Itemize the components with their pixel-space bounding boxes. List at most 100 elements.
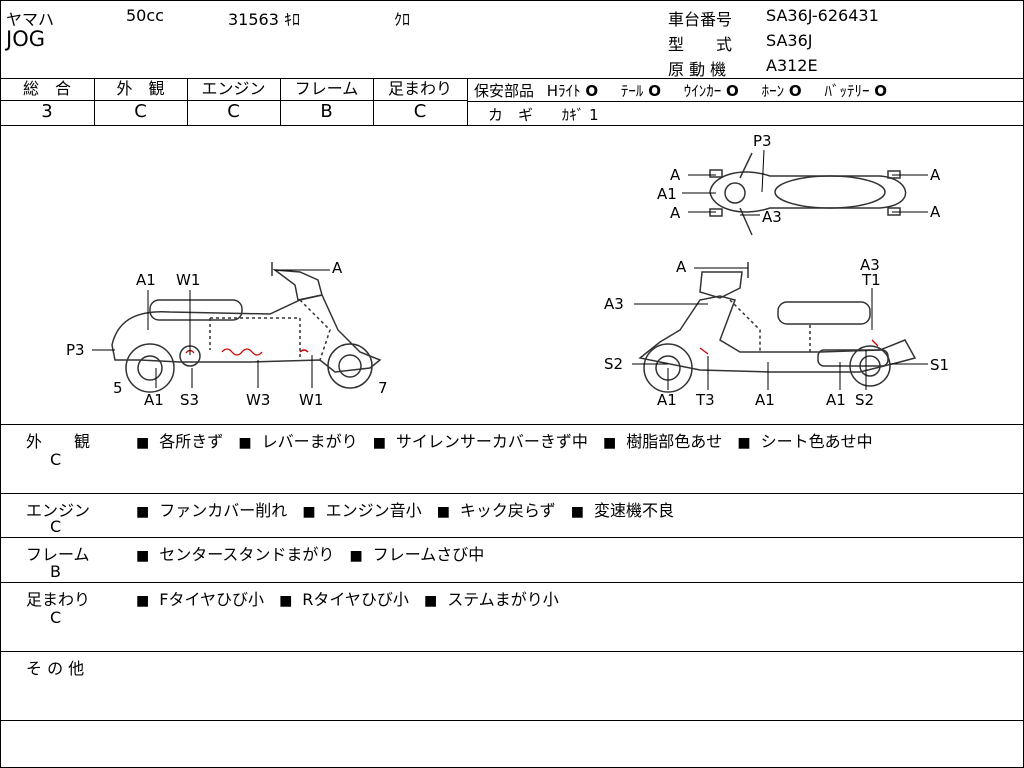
section-grade: C [50, 608, 62, 627]
engine-label: 原 動 機 [668, 60, 727, 79]
scooter-diagram: A A1 W1 P3 5 A1 S3 W3 W1 7 P3 A A1 A A3 … [66, 132, 949, 409]
safety-item-name: ﾃｰﾙ [620, 82, 644, 100]
top-scooter-body [709, 171, 907, 213]
safety-item: ﾊﾞｯﾃﾘｰ O [824, 82, 887, 100]
safety-item-mark: O [585, 82, 599, 100]
frame-no-label: 車台番号 [668, 10, 733, 29]
diagram-label: A1 [144, 391, 164, 409]
divider [0, 651, 1024, 652]
diagram-label: A1 [657, 185, 677, 203]
defect-item: フレームさび中 [340, 545, 485, 564]
diagram-labels: A A1 W1 P3 5 A1 S3 W3 W1 7 P3 A A1 A A3 … [66, 132, 949, 409]
safety-label: 保安部品 [474, 82, 535, 100]
frame-no: SA36J-626431 [766, 6, 879, 25]
diagram-label: A1 [755, 391, 775, 409]
type-value: SA36J [766, 31, 813, 50]
safety-item-name: Hﾗｲﾄ [546, 82, 581, 100]
key-value: ｶｷﾞ 1 [561, 106, 599, 124]
displacement: 50cc [126, 6, 164, 25]
right-scooter-handle [699, 271, 743, 299]
diagram-label: P3 [66, 341, 85, 359]
divider [467, 78, 468, 125]
safety-item: ﾎｰﾝ O [762, 82, 802, 100]
safety-item-name: ﾎｰﾝ [761, 82, 785, 100]
mileage: 31563 ｷﾛ [228, 10, 300, 29]
right-scooter-front-wheel [643, 343, 693, 393]
engine-value: A312E [766, 56, 818, 75]
diagram-label: A [930, 166, 941, 184]
grade-frame: フレーム B [280, 79, 373, 125]
key-label: カ ギ [488, 106, 534, 124]
divider [0, 493, 1024, 494]
diagram-label: T1 [861, 271, 881, 289]
right-scooter-body [638, 295, 917, 373]
grade-value: C [413, 101, 427, 122]
diagram-label: S2 [855, 391, 874, 409]
diagram-label: 7 [378, 379, 388, 397]
left-scooter-seat [149, 299, 243, 321]
diagram-label: A [670, 204, 681, 222]
section-grade: B [50, 562, 61, 581]
diagram-label: S1 [930, 356, 949, 374]
diagram-label: P3 [753, 132, 772, 150]
divider [187, 78, 188, 125]
safety-item-mark: O [874, 82, 887, 100]
grade-value: 3 [41, 101, 53, 122]
section-items: Fタイヤひび小 Rタイヤひび小 ステムまがり小 [136, 586, 559, 610]
diagram-label: A [930, 203, 941, 221]
diagram-label: A3 [860, 256, 880, 274]
diagram-label: T3 [695, 391, 715, 409]
defect-item: 各所きず [136, 432, 223, 451]
section-title: 外 観 [26, 432, 91, 451]
section-grade: C [50, 450, 62, 469]
safety-item-name: ｳｲﾝｶｰ [683, 82, 722, 100]
section-title: そ の 他 [26, 659, 85, 678]
left-scooter-rear-wheel [125, 343, 175, 393]
diagram-label: A [332, 259, 343, 277]
grade-overall: 総 合 3 [0, 79, 94, 125]
defect-item: シート色あせ中 [727, 432, 872, 451]
defect-item: サイレンサーカバーきず中 [363, 432, 588, 451]
divider [0, 537, 1024, 538]
diagram-label: W3 [246, 391, 270, 409]
diagram-label: S3 [180, 391, 199, 409]
safety-item: Hﾗｲﾄ O [547, 82, 598, 100]
color: ｸﾛ [394, 10, 411, 29]
safety-parts: 保安部品 Hﾗｲﾄ O ﾃｰﾙ O ｳｲﾝｶｰ O ﾎｰﾝ O ﾊﾞｯﾃﾘｰ O [474, 80, 887, 101]
safety-item-mark: O [648, 82, 661, 100]
top-scooter-seat [774, 175, 886, 209]
safety-item-mark: O [726, 82, 739, 100]
section-title: エンジン [26, 501, 91, 520]
diagram-label: A1 [136, 271, 156, 289]
grade-value: B [320, 101, 333, 122]
safety-item-mark: O [788, 82, 802, 100]
defect-item: 樹脂部色あせ [593, 432, 722, 451]
diagram-label: A [670, 166, 681, 184]
left-scooter-front-wheel [327, 343, 373, 389]
safety-item: ｳｲﾝｶｰ O [684, 82, 739, 100]
divider [280, 78, 281, 125]
divider [0, 720, 1024, 721]
divider [94, 78, 95, 125]
diagram-label: 5 [113, 379, 123, 397]
defect-item: エンジン音小 [292, 501, 421, 520]
safety-item: ﾃｰﾙ O [621, 82, 661, 100]
defect-item: 変速機不良 [561, 501, 674, 520]
section-grade: C [50, 517, 62, 536]
divider [467, 101, 1024, 102]
defect-item: レバーまがり [228, 432, 357, 451]
divider [0, 100, 467, 101]
model-name: JOG [6, 27, 45, 51]
defect-item: ステムまがり小 [414, 590, 559, 609]
defect-item: Fタイヤひび小 [136, 590, 264, 609]
grade-label: 総 合 [22, 79, 71, 98]
divider [0, 582, 1024, 583]
grade-value: C [227, 101, 240, 122]
divider [0, 78, 1024, 79]
grade-label: フレーム [294, 79, 359, 98]
diagram-label: S2 [604, 355, 623, 373]
divider [0, 424, 1024, 425]
section-title: 足まわり [26, 590, 91, 609]
defect-item: キック戻らず [427, 501, 556, 520]
left-scooter-body [111, 294, 382, 373]
